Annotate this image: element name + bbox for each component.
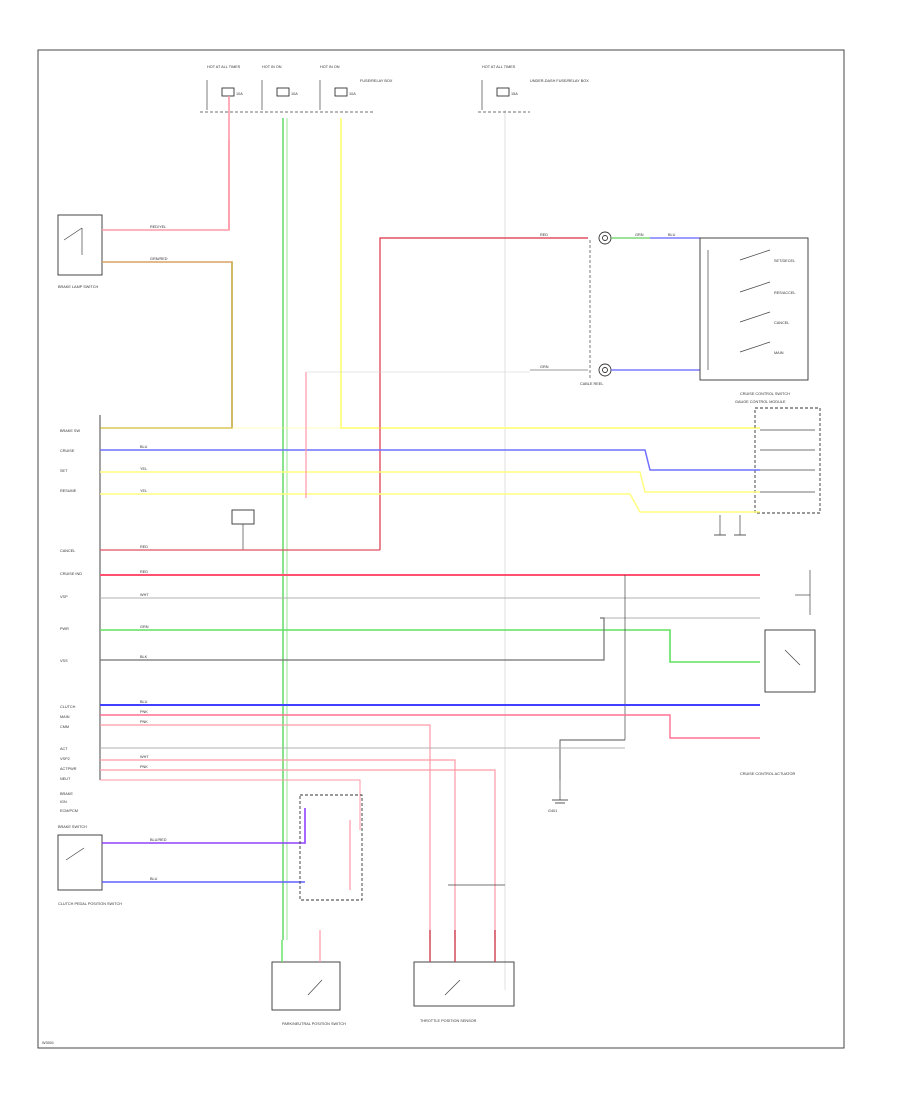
svg-text:RESUME: RESUME — [60, 489, 77, 493]
cruise-actuator: CRUISE CONTROL ACTUATOR — [740, 570, 816, 776]
svg-text:BLK: BLK — [140, 655, 148, 659]
fuse-box-label: FUSE/RELAY BOX — [360, 79, 393, 83]
park-neutral-switch: PARK/NEUTRAL POSITION SWITCH — [271, 930, 346, 1026]
svg-text:WHT: WHT — [140, 593, 149, 597]
svg-text:BLU: BLU — [140, 445, 148, 449]
svg-text:MAIN: MAIN — [60, 715, 70, 719]
clutch-switch: CLUTCH PEDAL POSITION SWITCH — [57, 834, 122, 906]
svg-text:RED: RED — [540, 233, 548, 237]
svg-text:15A: 15A — [511, 92, 518, 96]
svg-text:CRUISE: CRUISE — [60, 449, 75, 453]
svg-text:G401: G401 — [548, 809, 557, 813]
svg-text:RED: RED — [140, 570, 148, 574]
cruise-indicator — [231, 509, 255, 550]
svg-text:GRN: GRN — [540, 365, 549, 369]
svg-text:SET: SET — [60, 469, 68, 473]
brake-switch-center — [299, 794, 363, 901]
svg-text:CLUTCH: CLUTCH — [60, 705, 76, 709]
svg-text:BRAKE SW: BRAKE SW — [60, 429, 80, 433]
svg-text:CRUISE CONTROL ACTUATOR: CRUISE CONTROL ACTUATOR — [740, 772, 795, 776]
svg-text:NEUT: NEUT — [60, 777, 71, 781]
svg-text:HOT IN ON: HOT IN ON — [262, 65, 282, 69]
svg-text:BLU: BLU — [150, 877, 158, 881]
svg-text:THROTTLE POSITION SENSOR: THROTTLE POSITION SENSOR — [420, 1019, 477, 1023]
svg-text:MAIN: MAIN — [774, 351, 784, 355]
svg-text:10A: 10A — [236, 92, 243, 96]
svg-text:BLU: BLU — [668, 233, 676, 237]
svg-text:GRN: GRN — [140, 625, 149, 629]
svg-text:HOT IN ON: HOT IN ON — [320, 65, 340, 69]
fuse-1: HOT AT ALL TIMES 10A — [206, 65, 243, 230]
svg-text:VSS: VSS — [60, 659, 68, 663]
cable-reel-label: CABLE REEL — [580, 382, 603, 386]
ecm: BRAKE SW CRUISE SET RESUME CANCEL CRUISE… — [60, 415, 101, 813]
svg-text:SET/DECEL: SET/DECEL — [774, 259, 795, 263]
svg-text:BLU/RED: BLU/RED — [150, 838, 167, 842]
svg-text:WHT: WHT — [140, 755, 149, 759]
diagram-code: W3001 — [42, 1041, 54, 1045]
svg-text:GRN: GRN — [635, 233, 644, 237]
brake-lamp-switch: BRAKE LAMP SWITCH — [57, 214, 103, 289]
svg-text:RED: RED — [140, 545, 148, 549]
svg-text:ECM/PCM: ECM/PCM — [60, 809, 78, 813]
svg-text:PARK/NEUTRAL POSITION SWITCH: PARK/NEUTRAL POSITION SWITCH — [282, 1022, 346, 1026]
fuse-3: HOT IN ON 10A — [319, 65, 356, 110]
svg-text:RED/YEL: RED/YEL — [150, 225, 166, 229]
diagram-frame — [37, 49, 845, 1049]
svg-text:IGN: IGN — [60, 800, 67, 804]
svg-text:ACT: ACT — [60, 747, 68, 751]
svg-text:HOT AT ALL TIMES: HOT AT ALL TIMES — [207, 65, 241, 69]
svg-text:BLU: BLU — [140, 700, 148, 704]
svg-text:10A: 10A — [291, 92, 298, 96]
fuse-4: HOT AT ALL TIMES 15A — [481, 65, 518, 990]
throttle-position-sensor: THROTTLE POSITION SENSOR — [413, 884, 515, 1023]
svg-text:CRUISE CONTROL SWITCH: CRUISE CONTROL SWITCH — [740, 392, 790, 396]
svg-text:PWR: PWR — [60, 627, 69, 631]
svg-text:HOT AT ALL TIMES: HOT AT ALL TIMES — [482, 65, 516, 69]
svg-text:PNK: PNK — [140, 720, 148, 724]
svg-text:BRAKE: BRAKE — [60, 792, 73, 796]
svg-text:CMM: CMM — [60, 725, 69, 729]
svg-text:PNK: PNK — [140, 765, 148, 769]
cruise-switch: SET/DECEL RES/ACCEL CANCEL MAIN CRUISE C… — [699, 237, 809, 396]
ground-g401: G401 — [548, 780, 568, 813]
svg-text:GAUGE CONTROL MODULE: GAUGE CONTROL MODULE — [735, 400, 786, 404]
svg-text:YEL: YEL — [140, 467, 147, 471]
svg-text:CANCEL: CANCEL — [60, 549, 75, 553]
svg-text:GRN/RED: GRN/RED — [150, 257, 168, 261]
gauge-control-module: GAUGE CONTROL MODULE — [735, 400, 821, 514]
svg-text:ACTPWR: ACTPWR — [60, 767, 77, 771]
under-dash-box-label: UNDER-DASH FUSE/RELAY BOX — [530, 79, 589, 83]
svg-text:CANCEL: CANCEL — [774, 321, 789, 325]
svg-text:CRUISE IND: CRUISE IND — [60, 572, 82, 576]
svg-text:VSP: VSP — [60, 595, 68, 599]
svg-text:BRAKE LAMP SWITCH: BRAKE LAMP SWITCH — [58, 285, 98, 289]
fuse-2: HOT IN ON 10A — [261, 65, 298, 110]
svg-text:YEL: YEL — [140, 489, 147, 493]
svg-text:VSP2: VSP2 — [60, 757, 70, 761]
brake-switch-2-label: BRAKE SWITCH — [58, 825, 87, 829]
svg-text:CLUTCH PEDAL POSITION SWITCH: CLUTCH PEDAL POSITION SWITCH — [58, 902, 122, 906]
svg-text:10A: 10A — [349, 92, 356, 96]
svg-text:PNK: PNK — [140, 710, 148, 714]
svg-text:RES/ACCEL: RES/ACCEL — [774, 291, 796, 295]
